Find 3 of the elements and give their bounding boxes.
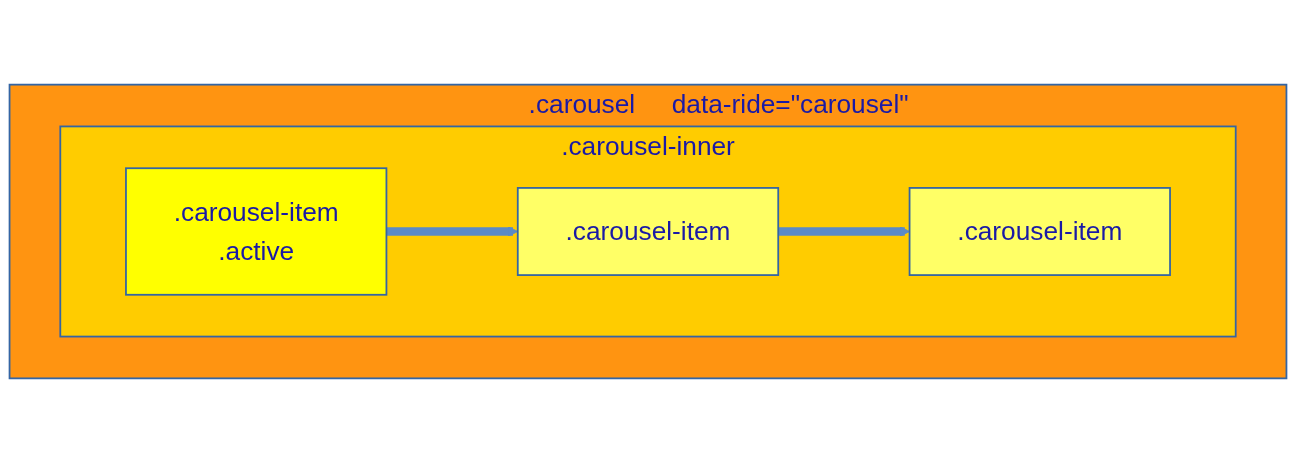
node-box: .carousel-item — [516, 187, 780, 276]
node-box: .carousel-item — [908, 187, 1171, 276]
node-box: .carousel-item .active — [125, 167, 388, 296]
